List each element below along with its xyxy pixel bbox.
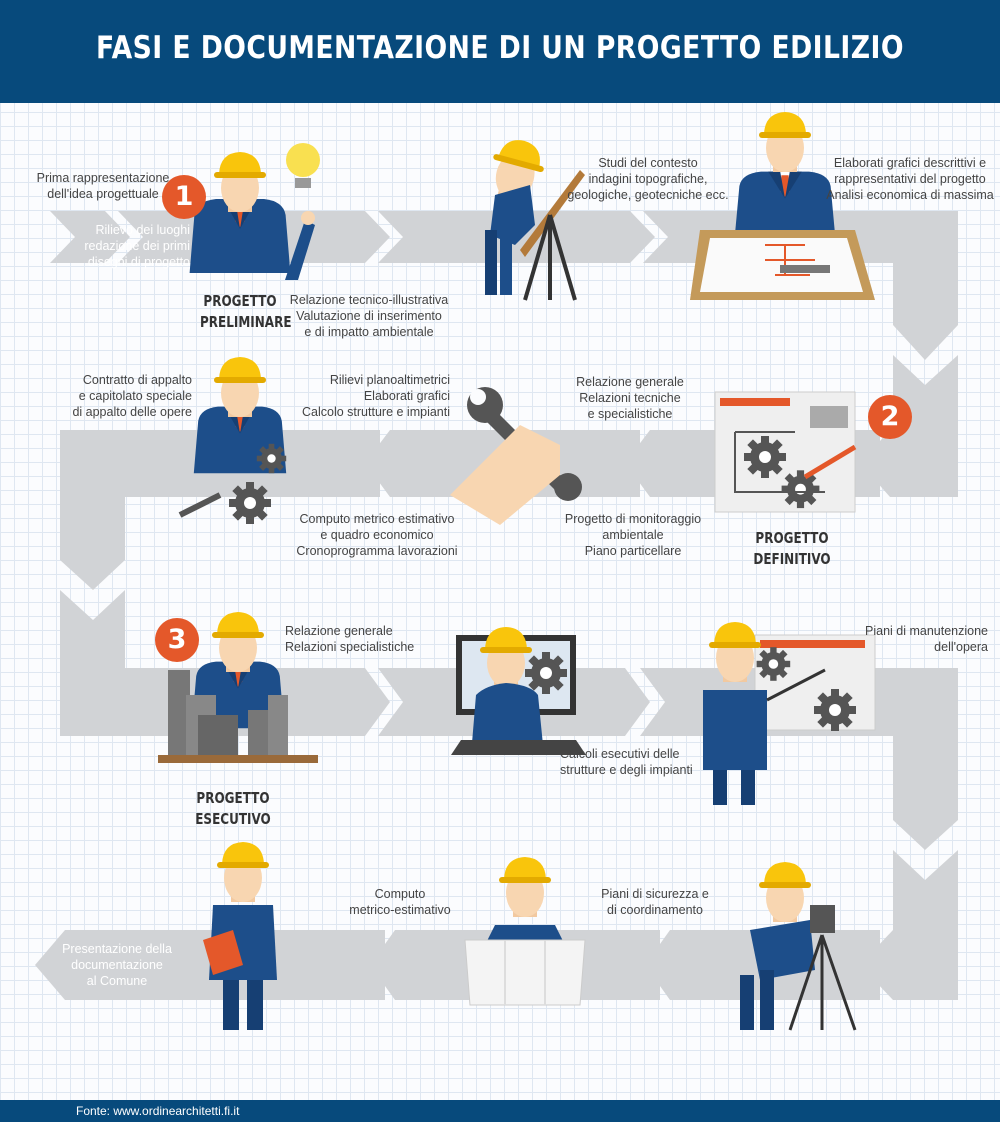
flow-chevron [893,211,958,360]
header-bar: FASI E DOCUMENTAZIONE DI UN PROGETTO EDI… [0,0,1000,103]
phase-2-label: PROGETTO DEFINITIVO [752,528,832,570]
source-link[interactable]: Fonte: www.ordinearchitetti.fi.it [76,1104,240,1118]
worker-presentation-icon [703,622,876,805]
worker-folder-icon [203,842,277,1030]
worker-computer-icon [451,627,586,755]
wrench-hand-icon [450,387,582,525]
diagram-board-icon [714,391,857,513]
worker-reading-plan-icon [464,857,586,1006]
phase-2-label-line: DEFINITIVO [753,550,831,568]
phase-1-label-line: PROGETTO [203,292,277,310]
phase-2-label-line: PROGETTO [755,529,829,547]
worker-models-icon [158,612,318,763]
phase-1-label-line: PRELIMINARE [200,313,292,331]
worker-tripod-camera-icon [740,862,857,1031]
worker-drafting-easel-icon [483,134,585,301]
page-title: FASI E DOCUMENTAZIONE DI UN PROGETTO EDI… [96,30,904,66]
phase-3-label-line: PROGETTO [196,789,270,807]
phase-1-label: PROGETTO PRELIMINARE [200,291,292,333]
flow-chevron [60,430,380,590]
flow-chevron [50,211,130,263]
phase-3-label-line: ESECUTIVO [195,810,271,828]
phase-2-number: 2 [868,395,912,439]
phase-3-label: PROGETTO ESECUTIVO [193,788,273,830]
worker-gears-icon [178,357,287,524]
worker-lightbulb-icon [189,143,320,280]
flow-path [35,211,958,1000]
phase-3-number: 3 [155,618,199,662]
footer-bar: Fonte: www.ordinearchitetti.fi.it [0,1100,1000,1122]
flow-chevron [860,930,958,1000]
flow-chevron [60,590,125,668]
phase-1-number: 1 [162,175,206,219]
flow-chevron [860,430,958,497]
worker-blueprint-desk-icon [690,112,875,300]
